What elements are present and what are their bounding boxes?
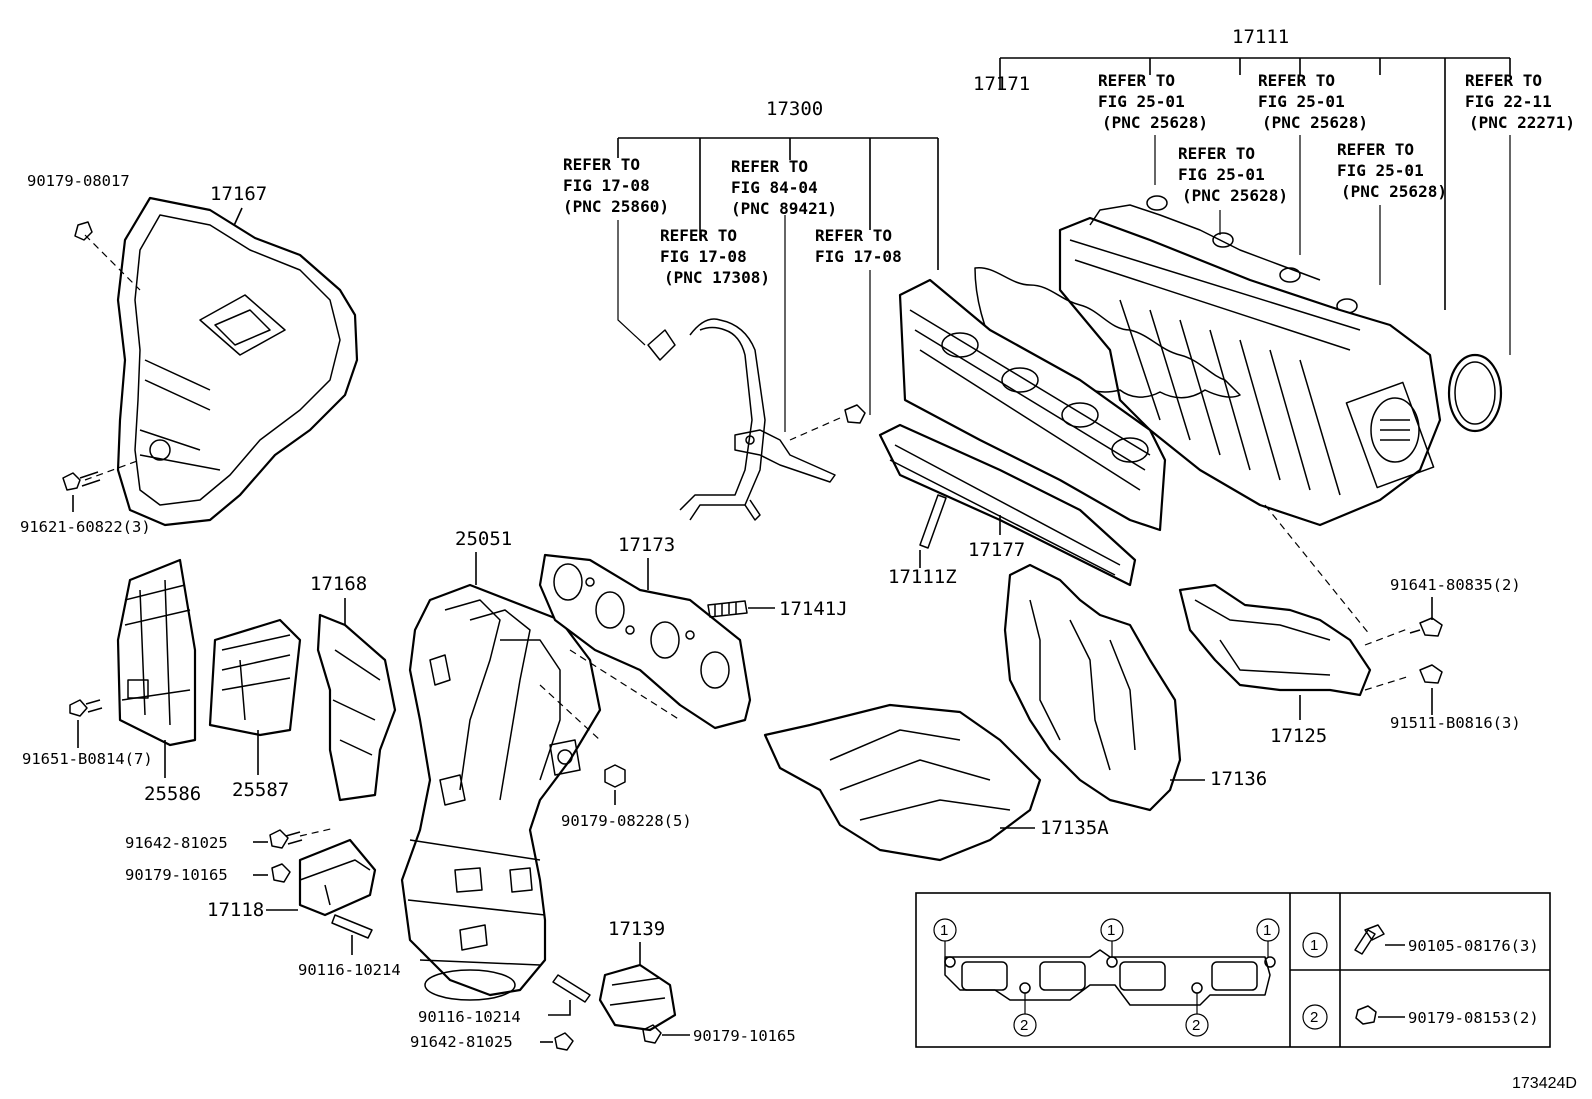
label-17167[interactable]: 17167: [210, 183, 267, 205]
label-17139[interactable]: 17139: [608, 918, 665, 940]
label-17177[interactable]: 17177: [968, 539, 1025, 561]
legend-marker-1: 1: [1310, 937, 1318, 954]
marker-2b: 2: [1192, 1017, 1200, 1034]
label-90116-10214-b[interactable]: 90116-10214: [418, 1008, 521, 1026]
stud-17141J: 17141J: [707, 598, 848, 620]
legend-part-90179-08153[interactable]: 90179-08153(2): [1408, 1009, 1539, 1027]
label-17168[interactable]: 17168: [310, 573, 367, 595]
marker-1a: 1: [940, 922, 948, 939]
label-91642-81025-a[interactable]: 91642-81025: [125, 834, 228, 852]
throttle-body-gasket: [1447, 353, 1503, 433]
fastener-legend: 1 1 1 2 2 1 90105-08176(3) 2 90179-08153…: [915, 892, 1551, 1048]
label-91642-81025-b[interactable]: 91642-81025: [410, 1033, 513, 1051]
bracket-17125: 17125: [1178, 504, 1411, 747]
legend-marker-2: 2: [1310, 1009, 1318, 1026]
label-17111Z[interactable]: 17111Z: [888, 566, 957, 588]
label-17125[interactable]: 17125: [1270, 725, 1327, 747]
bolt-17300: [789, 404, 866, 441]
label-25587[interactable]: 25587: [232, 779, 289, 801]
stud-17111Z: 17111Z: [888, 494, 957, 588]
label-91621-60822[interactable]: 91621-60822(3): [20, 518, 151, 536]
label-25586[interactable]: 25586: [144, 783, 201, 805]
label-17136[interactable]: 17136: [1210, 768, 1267, 790]
label-90179-08228[interactable]: 90179-08228(5): [561, 812, 692, 830]
label-17141J[interactable]: 17141J: [779, 598, 848, 620]
exhaust-manifold-converter: 25051: [400, 528, 681, 1001]
label-25051[interactable]: 25051: [455, 528, 512, 550]
label-90179-10165-b[interactable]: 90179-10165: [693, 1027, 796, 1045]
vacuum-hose-assembly: [647, 318, 836, 521]
label-17118[interactable]: 17118: [207, 899, 264, 921]
marker-1c: 1: [1263, 922, 1271, 939]
label-17111[interactable]: 17111: [1232, 26, 1289, 48]
label-90179-08017[interactable]: 90179-08017: [27, 172, 130, 190]
heat-insulators-25586-25587: 25586 25587 91651-B0814(7): [22, 558, 302, 805]
label-17300[interactable]: 17300: [766, 98, 823, 120]
exhaust-manifold-heat-insulator: 17167 90179-08017: [27, 172, 359, 527]
marker-2a: 2: [1020, 1017, 1028, 1034]
intake-gasket-17177: 17177: [878, 278, 1167, 587]
label-90179-10165-a[interactable]: 90179-10165: [125, 866, 228, 884]
bracket-17139-group: 17139 90116-10214 91642-81025 90179-1016…: [410, 918, 796, 1051]
label-17173[interactable]: 17173: [618, 534, 675, 556]
heat-insulator-17168: 17168: [310, 573, 397, 802]
bracket-17118-group: 91642-81025 90179-10165 17118 90116-1021…: [125, 827, 401, 979]
label-90116-10214-a[interactable]: 90116-10214: [298, 961, 401, 979]
label-91651-B0814[interactable]: 91651-B0814(7): [22, 750, 153, 768]
label-17135A[interactable]: 17135A: [1040, 817, 1109, 839]
label-91511-B0816[interactable]: 91511-B0816(3): [1390, 714, 1521, 732]
callout-17111: 17111: [999, 26, 1511, 310]
insulator-17135A: 17135A: [763, 703, 1109, 862]
marker-1b: 1: [1107, 922, 1115, 939]
callout-17300: 17300: [617, 98, 939, 270]
bolts-17125: 91641-80835(2) 91511-B0816(3): [1390, 576, 1521, 732]
insulator-17136: 17136: [1003, 563, 1267, 812]
label-91641-80835[interactable]: 91641-80835(2): [1390, 576, 1521, 594]
intake-manifold: [1058, 204, 1442, 527]
nut-90179-08228: 90179-08228(5): [561, 764, 692, 830]
exhaust-manifold-gasket: 17173: [538, 534, 752, 730]
legend-part-90105-08176[interactable]: 90105-08176(3): [1408, 937, 1539, 955]
figure-id: 173424D: [1512, 1075, 1577, 1092]
bolt-91621-60822: 91621-60822(3): [20, 471, 151, 536]
label-17171[interactable]: 17171: [973, 73, 1030, 95]
